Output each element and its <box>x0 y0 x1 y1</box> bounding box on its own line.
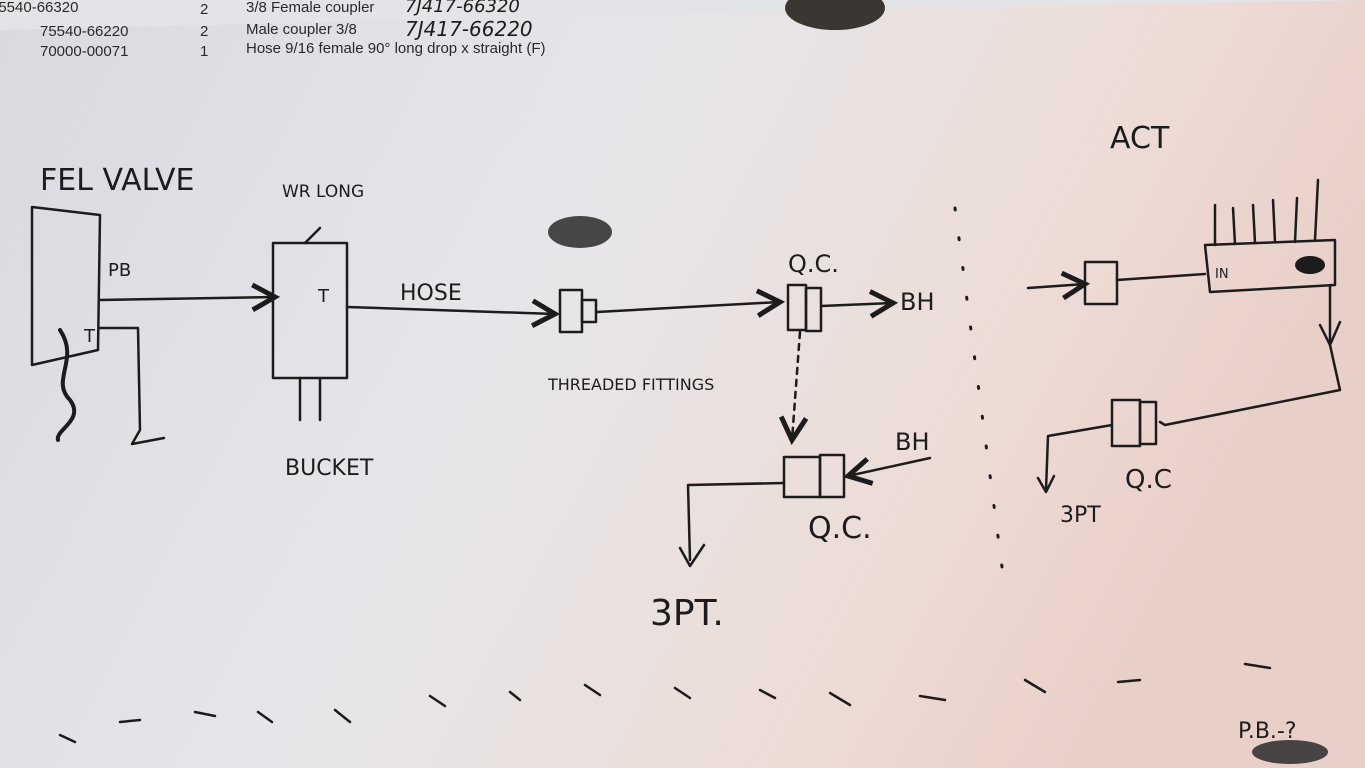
fitting-to-qc-line <box>595 302 780 312</box>
printed-parts-list: 75540-66320 2 3/8 Female coupler 7J417-6… <box>0 0 545 60</box>
right-inlet-line <box>1026 284 1085 288</box>
act-blob <box>1295 256 1325 274</box>
right-3pt-line <box>1044 423 1114 492</box>
hose-line <box>345 307 555 314</box>
scribble <box>55 328 77 442</box>
wr-long-pointer <box>303 226 322 245</box>
object-shadow <box>785 0 885 30</box>
row-2-qty: 2 <box>200 23 208 40</box>
bottom-scribble <box>1252 740 1328 764</box>
row-2-part: 75540-66220 <box>40 23 128 40</box>
label-t-valve: T <box>83 326 96 347</box>
crossed-out-text <box>548 216 612 248</box>
label-3pt-right: 3PT <box>1060 503 1101 528</box>
row-1-qty: 2 <box>200 1 208 18</box>
label-in: IN <box>1215 267 1229 282</box>
row-1-part: 75540-66320 <box>0 0 78 16</box>
label-t-block: T <box>317 286 330 307</box>
row-3-desc: Hose 9/16 female 90° long drop x straigh… <box>246 40 545 57</box>
to-act-line <box>1115 272 1207 282</box>
label-pb: PB <box>108 260 131 281</box>
return-line <box>98 326 166 446</box>
qc-to-3pt-line <box>686 481 786 562</box>
label-wr-long: WR LONG <box>282 182 364 202</box>
3pt-arrow-right <box>1036 474 1056 494</box>
act-block <box>1203 238 1337 294</box>
qc-top-right <box>804 286 823 333</box>
label-qc-top: Q.C. <box>788 250 839 278</box>
label-fel-valve: FEL VALVE <box>40 163 194 198</box>
bottom-dashes <box>58 662 1272 744</box>
row-2-desc: Male coupler 3/8 <box>246 21 357 38</box>
wr-long-block <box>271 241 349 380</box>
fel-valve-block <box>30 205 102 367</box>
to-bh-line <box>819 303 893 306</box>
row-2-handwritten: 7J417-66220 <box>405 17 533 41</box>
label-pb-question: P.B.-? <box>1238 719 1297 744</box>
label-threaded-fittings: THREADED FITTINGS <box>547 375 714 394</box>
act-ports <box>1213 178 1320 247</box>
label-bucket: BUCKET <box>285 456 374 481</box>
label-bh-top: BH <box>900 288 935 316</box>
row-3-part: 70000-00071 <box>40 43 128 60</box>
qc-right-top <box>1083 260 1119 306</box>
label-qc-bottom: Q.C. <box>808 511 872 546</box>
threaded-fitting-nut <box>580 298 598 324</box>
act-return-line <box>1158 283 1342 427</box>
qc-right-bottom-nut <box>1138 400 1158 446</box>
bucket-lines <box>298 376 322 422</box>
label-act: ACT <box>1110 121 1170 156</box>
bh-to-qc-line <box>848 456 932 476</box>
row-1-handwritten: 7J417-66320 <box>405 0 520 17</box>
act-down-arrow <box>1318 320 1342 347</box>
3pt-arrow-left <box>678 543 706 568</box>
row-3-qty: 1 <box>200 43 208 60</box>
pb-line <box>98 297 275 300</box>
dashed-qc-line <box>792 330 800 440</box>
label-bh-bottom: BH <box>895 428 930 456</box>
label-hose: HOSE <box>400 281 462 306</box>
row-1-desc: 3/8 Female coupler <box>246 0 374 16</box>
label-qc-right: Q.C <box>1125 465 1172 495</box>
label-3pt-left: 3PT. <box>650 593 724 634</box>
